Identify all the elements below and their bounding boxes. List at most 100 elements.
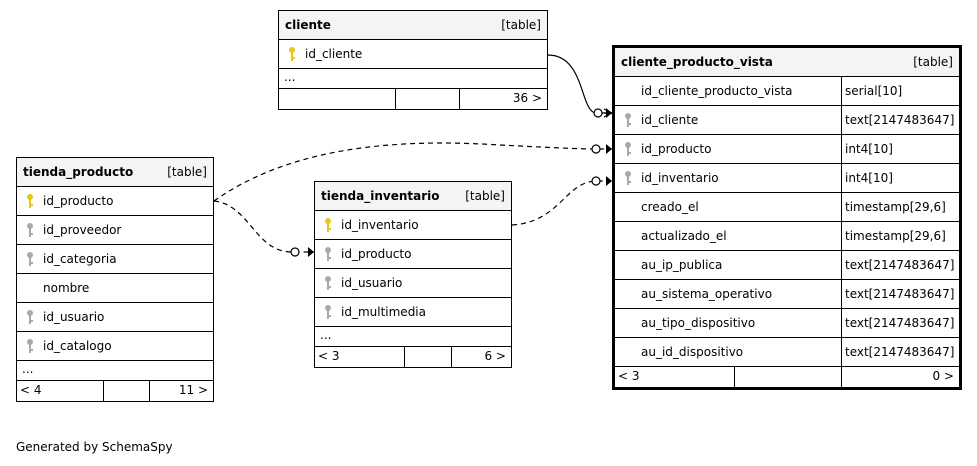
foreign-key-icon	[25, 251, 35, 267]
column-row[interactable]: id_proveedor	[17, 216, 213, 245]
table-type: [table]	[501, 18, 541, 32]
foreign-key-icon	[25, 338, 35, 354]
column-name: id_producto	[341, 247, 412, 261]
column-row[interactable]: id_categoria	[17, 245, 213, 274]
table-tienda-inventario[interactable]: tienda_inventario [table] id_inventario …	[314, 181, 512, 368]
foreign-key-icon	[323, 304, 333, 320]
column-name: id_producto	[641, 142, 712, 156]
primary-key-icon	[287, 46, 297, 62]
foreign-key-icon	[623, 170, 633, 186]
foreign-key-icon	[623, 112, 633, 128]
column-name: id_producto	[43, 194, 114, 208]
table-cliente-producto-vista[interactable]: cliente_producto_vista [table] id_client…	[612, 45, 962, 390]
column-row[interactable]: id_cliente text[2147483647]	[615, 106, 959, 135]
edge-producto-vista	[213, 142, 612, 202]
column-name: actualizado_el	[641, 229, 727, 243]
footer-mid	[395, 89, 459, 109]
table-footer: < 3 0 >	[615, 367, 959, 387]
more-columns: ...	[279, 69, 547, 89]
column-name: id_inventario	[341, 218, 419, 232]
table-header[interactable]: tienda_producto [table]	[17, 158, 213, 187]
table-cliente[interactable]: cliente [table] id_cliente ... 36 >	[278, 10, 548, 110]
edge-cliente	[547, 54, 612, 114]
column-type: serial[10]	[841, 77, 959, 105]
children-count[interactable]: 36 >	[459, 89, 547, 109]
column-row[interactable]: id_usuario	[315, 269, 511, 298]
parents-count[interactable]: < 3	[318, 349, 340, 363]
primary-key-icon	[323, 217, 333, 233]
column-row[interactable]: id_cliente_producto_vista serial[10]	[615, 77, 959, 106]
column-type: text[2147483647]	[841, 280, 959, 308]
table-name: cliente	[285, 18, 331, 32]
column-name: id_cliente	[305, 47, 363, 61]
column-row[interactable]: creado_el timestamp[29,6]	[615, 193, 959, 222]
foreign-key-icon	[623, 141, 633, 157]
table-type: [table]	[913, 55, 953, 69]
table-name: tienda_producto	[23, 165, 134, 179]
column-type: text[2147483647]	[841, 338, 959, 366]
column-row[interactable]: id_producto int4[10]	[615, 135, 959, 164]
foreign-key-icon	[25, 309, 35, 325]
column-name: au_tipo_dispositivo	[641, 316, 756, 330]
column-name: id_cliente_producto_vista	[641, 84, 793, 98]
column-row[interactable]: id_catalogo	[17, 332, 213, 361]
more-columns: ...	[17, 361, 213, 381]
column-name: id_catalogo	[43, 339, 112, 353]
column-type: int4[10]	[841, 135, 959, 163]
table-header[interactable]: cliente [table]	[279, 11, 547, 40]
children-count[interactable]: 0 >	[841, 367, 959, 387]
children-count[interactable]: 6 >	[451, 347, 511, 367]
table-footer: < 4 11 >	[17, 381, 213, 401]
column-name: id_usuario	[341, 276, 403, 290]
edge-inventario-vista	[511, 180, 612, 226]
column-row[interactable]: id_cliente	[279, 40, 547, 69]
foreign-key-icon	[323, 246, 333, 262]
column-row[interactable]: id_multimedia	[315, 298, 511, 327]
column-row[interactable]: nombre	[17, 274, 213, 303]
column-row[interactable]: au_ip_publica text[2147483647]	[615, 251, 959, 280]
column-row[interactable]: id_producto	[315, 240, 511, 269]
column-row[interactable]: au_sistema_operativo text[2147483647]	[615, 280, 959, 309]
column-row[interactable]: id_producto	[17, 187, 213, 216]
column-row[interactable]: au_tipo_dispositivo text[2147483647]	[615, 309, 959, 338]
column-type: text[2147483647]	[841, 309, 959, 337]
table-name: cliente_producto_vista	[621, 55, 773, 69]
column-type: text[2147483647]	[841, 251, 959, 279]
parents-count[interactable]	[279, 89, 395, 109]
column-name: au_ip_publica	[641, 258, 723, 272]
column-name: id_categoria	[43, 252, 117, 266]
column-type: timestamp[29,6]	[841, 193, 959, 221]
table-header[interactable]: tienda_inventario [table]	[315, 182, 511, 211]
column-row[interactable]: id_inventario int4[10]	[615, 164, 959, 193]
table-footer: 36 >	[279, 89, 547, 109]
table-footer: < 3 6 >	[315, 347, 511, 367]
table-name: tienda_inventario	[321, 189, 440, 203]
column-row[interactable]: actualizado_el timestamp[29,6]	[615, 222, 959, 251]
column-name: id_cliente	[641, 113, 699, 127]
foreign-key-icon	[25, 222, 35, 238]
table-tienda-producto[interactable]: tienda_producto [table] id_producto id_p…	[16, 157, 214, 402]
parents-count[interactable]: < 3	[618, 369, 640, 383]
parents-count[interactable]: < 4	[20, 383, 42, 397]
footer-mid	[734, 367, 841, 387]
column-name: au_sistema_operativo	[641, 287, 773, 301]
table-type: [table]	[167, 165, 207, 179]
footer-mid	[103, 381, 149, 401]
column-name: id_proveedor	[43, 223, 122, 237]
column-row[interactable]: au_id_dispositivo text[2147483647]	[615, 338, 959, 367]
column-type: text[2147483647]	[841, 106, 959, 134]
column-name: nombre	[43, 281, 90, 295]
column-type: timestamp[29,6]	[841, 222, 959, 250]
more-columns: ...	[315, 327, 511, 347]
column-type: int4[10]	[841, 164, 959, 192]
table-header[interactable]: cliente_producto_vista [table]	[615, 48, 959, 77]
primary-key-icon	[25, 193, 35, 209]
children-count[interactable]: 11 >	[149, 381, 213, 401]
column-row[interactable]: id_usuario	[17, 303, 213, 332]
footer-mid	[404, 347, 451, 367]
column-name: id_inventario	[641, 171, 719, 185]
column-row[interactable]: id_inventario	[315, 211, 511, 240]
generator-credit: Generated by SchemaSpy	[16, 440, 173, 454]
table-type: [table]	[465, 189, 505, 203]
